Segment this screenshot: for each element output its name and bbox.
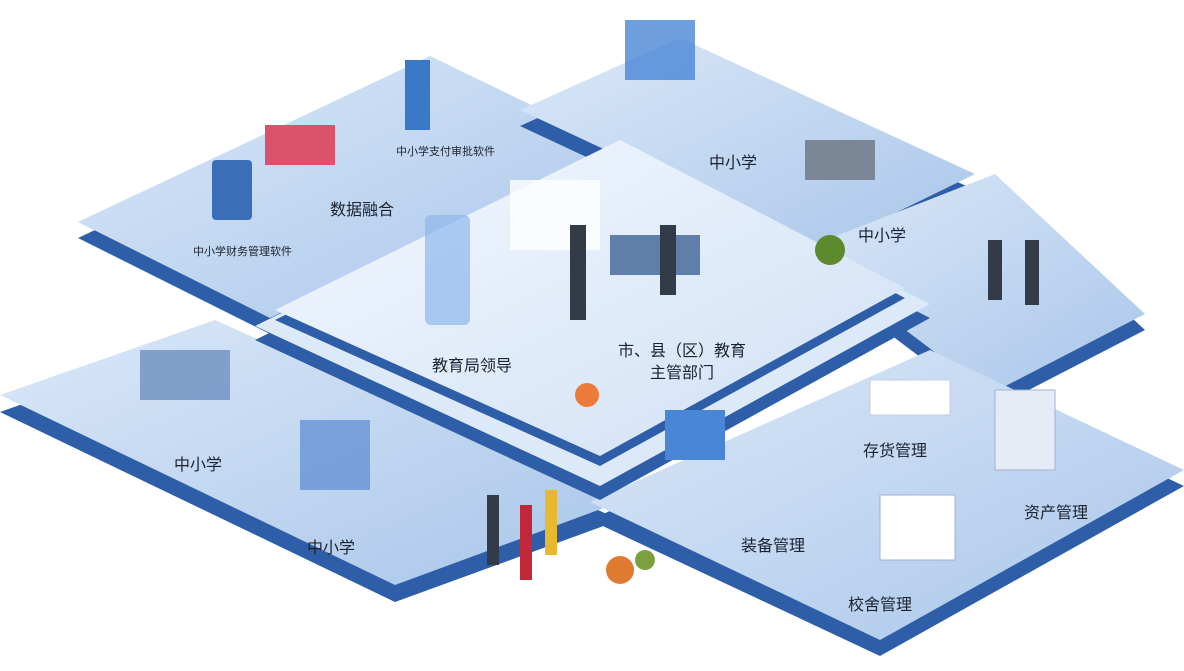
platform-top-right: [520, 38, 975, 266]
gear-icon-2: [635, 550, 655, 570]
label-school-top: 中小学: [709, 153, 758, 172]
screen-icon: [425, 215, 470, 325]
building-chart-icon: [879, 494, 956, 561]
label-equipment: 装备管理: [741, 536, 806, 555]
illustration-icons: [140, 20, 1056, 584]
label-payment-software: 中小学支付审批软件: [396, 145, 495, 158]
workstation-icon: [140, 350, 230, 400]
platform-right: [800, 174, 1145, 410]
label-finance-software: 中小学财务管理软件: [193, 245, 292, 258]
potted-plant-icon: [575, 383, 599, 407]
label-education-authority: 市、县（区）教育 主管部门: [618, 340, 746, 384]
dashboard-icon: [625, 20, 695, 80]
tablet-icon: [212, 160, 252, 220]
label-school-left: 中小学: [174, 455, 223, 474]
asset-document-icon: [994, 389, 1056, 471]
plant-icon: [815, 235, 845, 265]
label-bureau-leader: 教育局领导: [432, 356, 513, 375]
label-school-top-right: 中小学: [858, 226, 907, 245]
platform-top-left: [78, 56, 620, 334]
label-buildings: 校舍管理: [848, 595, 913, 614]
panel-icon: [510, 180, 600, 250]
bar-chart-icon: [405, 60, 430, 130]
label-data-fusion: 数据融合: [330, 200, 395, 219]
people-icons: [487, 225, 1039, 580]
books-icon: [265, 125, 335, 165]
office-desk-icon: [610, 235, 700, 275]
label-assets: 资产管理: [1024, 503, 1089, 522]
monitor-icon: [665, 410, 725, 460]
authority-line-2: 主管部门: [650, 363, 715, 382]
desk-icon: [805, 140, 875, 180]
center-stage: [255, 140, 930, 500]
label-inventory: 存货管理: [863, 441, 928, 460]
authority-line-1: 市、县（区）教育: [618, 341, 747, 360]
label-school-bottom-left: 中小学: [307, 538, 356, 557]
classroom-icon: [300, 420, 370, 490]
document-pen-icon: [869, 379, 951, 416]
gear-icon: [606, 556, 634, 584]
